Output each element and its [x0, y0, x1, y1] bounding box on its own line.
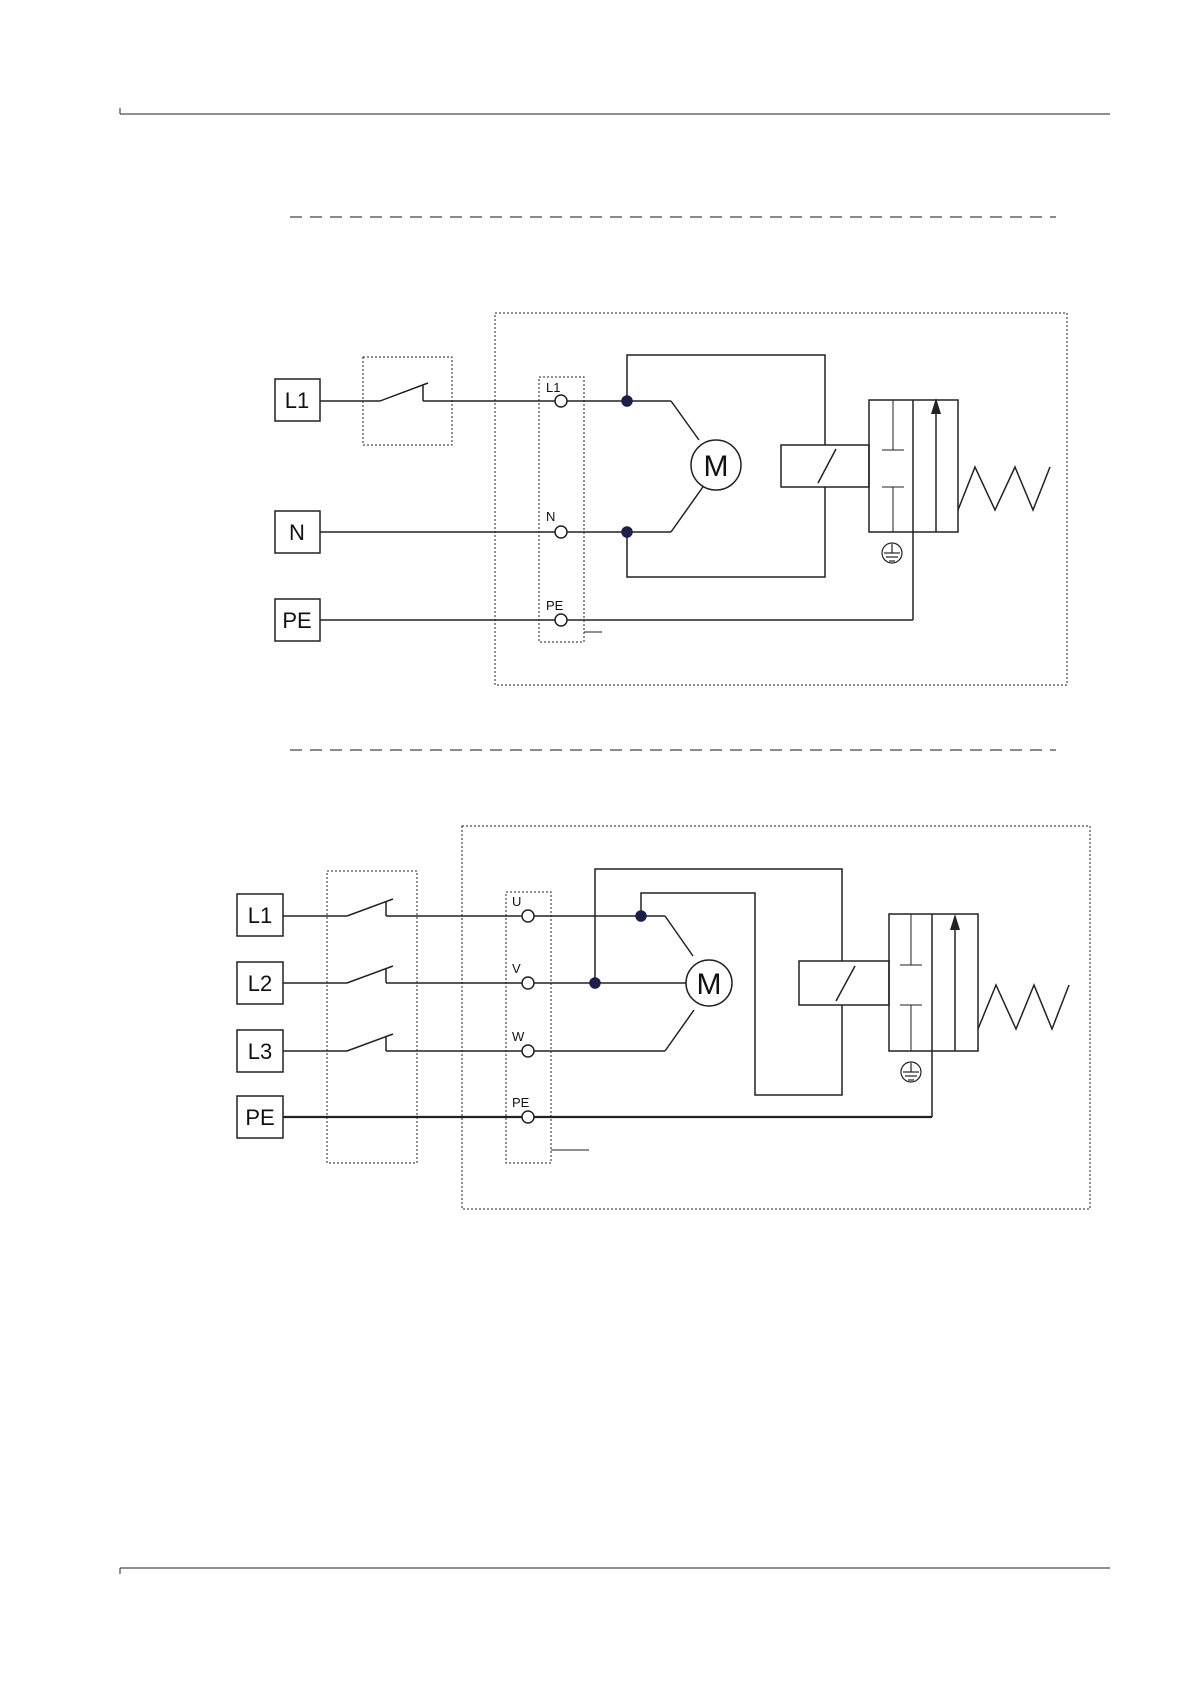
switch-icon	[283, 899, 522, 916]
supply-box-l1: L1	[275, 379, 320, 421]
terminal-label-l1: L1	[546, 380, 560, 395]
junction-dot	[590, 978, 600, 988]
brake-icon	[799, 914, 978, 1051]
terminal-v: V	[512, 961, 534, 989]
footer-rule	[120, 1568, 1110, 1574]
terminal-label-v: V	[512, 961, 521, 976]
device-enclosure	[495, 313, 1067, 685]
terminal-pe: PE	[512, 1095, 534, 1123]
supply-box-l1: L1	[237, 894, 283, 936]
supply-label-pe: PE	[245, 1105, 274, 1130]
terminal-label-n: N	[546, 509, 555, 524]
junction-dot	[636, 911, 646, 921]
supply-label-l3: L3	[248, 1039, 272, 1064]
resistor-icon	[958, 467, 1050, 510]
terminal-label-w: W	[512, 1029, 525, 1044]
single-phase-diagram: L1 N PE L1 N PE	[275, 313, 1067, 685]
supply-box-pe: PE	[237, 1096, 283, 1138]
motor-label: M	[697, 968, 722, 1001]
supply-box-pe: PE	[275, 599, 320, 641]
supply-box-l3: L3	[237, 1030, 283, 1072]
device-enclosure	[462, 826, 1090, 1209]
ground-icon	[882, 543, 902, 563]
terminal-w: W	[512, 1029, 534, 1057]
supply-label-l2: L2	[248, 971, 272, 996]
terminal-n: N	[546, 509, 567, 538]
supply-box-l2: L2	[237, 962, 283, 1004]
terminal-label-pe: PE	[512, 1095, 530, 1110]
terminal-label-u: U	[512, 894, 521, 909]
supply-label-n: N	[289, 520, 305, 545]
motor-label: M	[704, 450, 729, 483]
terminal-pe: PE	[546, 598, 567, 626]
terminal-label-pe: PE	[546, 598, 564, 613]
terminal-u: U	[512, 894, 534, 922]
supply-label-pe: PE	[282, 608, 311, 633]
three-phase-diagram: L1 L2 L3 PE	[237, 826, 1090, 1209]
junction-dot	[622, 527, 632, 537]
switch-enclosure	[327, 871, 417, 1163]
supply-label-l1: L1	[248, 903, 272, 928]
resistor-icon	[978, 985, 1069, 1029]
supply-box-n: N	[275, 511, 320, 553]
brake-icon	[781, 398, 958, 532]
switch-icon	[283, 966, 522, 983]
header-rule	[120, 108, 1110, 114]
terminal-l1: L1	[546, 380, 567, 407]
supply-label-l1: L1	[285, 388, 309, 413]
motor-icon: M	[686, 960, 732, 1006]
switch-icon	[320, 383, 555, 401]
ground-icon	[901, 1062, 921, 1082]
switch-icon	[283, 1034, 522, 1051]
motor-icon: M	[691, 440, 741, 490]
junction-dot	[622, 396, 632, 406]
